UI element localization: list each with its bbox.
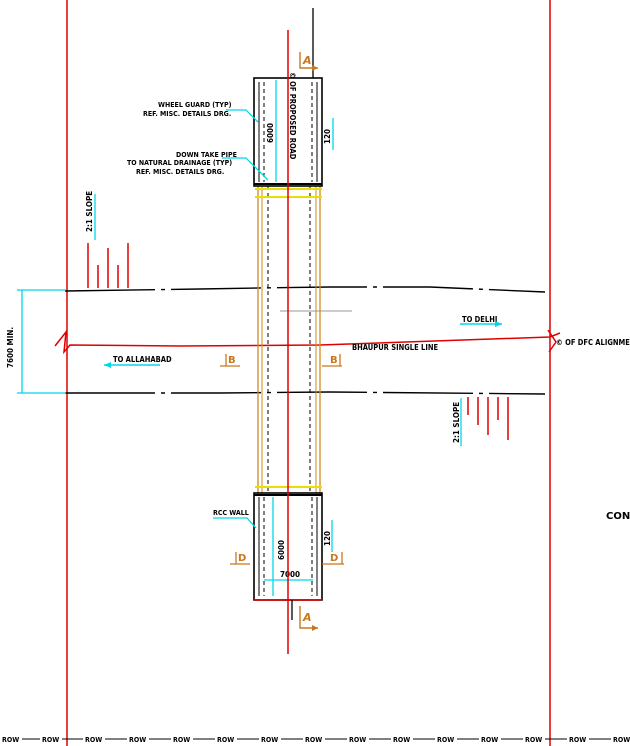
single-line-label: BHAUPUR SINGLE LINE	[352, 343, 438, 352]
row-label-bg	[347, 734, 369, 744]
row-labels: ROW ROW ROW ROW ROW ROW ROW ROW ROW ROW ROW ROW ROW R…	[0, 734, 630, 744]
dfc-centerline	[54, 329, 561, 355]
row-label-bg	[0, 734, 22, 744]
dfc-break-right	[547, 329, 557, 353]
row-label-bg	[259, 734, 281, 744]
road-centerline-label: © OF PROPOSED ROAD	[288, 72, 297, 160]
row-label-bg	[435, 734, 457, 744]
dim-6000-top: 6000	[266, 123, 275, 143]
row-label: ROW	[129, 736, 146, 744]
row-label: ROW	[217, 736, 234, 744]
row-label-bg	[127, 734, 149, 744]
row-label-bg	[83, 734, 105, 744]
wheel-guard-line-1: WHEEL GUARD (TYP)	[158, 101, 232, 109]
row-label: ROW	[393, 736, 410, 744]
formation-edge-top	[64, 286, 546, 293]
row-label: ROW	[437, 736, 454, 744]
to-delhi-arrowhead	[495, 321, 502, 327]
row-label-bg	[567, 734, 589, 744]
section-mark-b-right: B	[322, 354, 342, 367]
row-label-bg	[391, 734, 413, 744]
to-allahabad-arrowhead	[104, 362, 111, 368]
row-label-bg	[303, 734, 325, 744]
row-label: ROW	[613, 736, 630, 744]
dim-7000: 7000	[280, 570, 300, 579]
row-label: ROW	[481, 736, 498, 744]
to-delhi-label: TO DELHI	[462, 315, 497, 324]
row-label: ROW	[305, 736, 322, 744]
rcc-wall-leader	[213, 517, 257, 529]
svg-text:B: B	[330, 355, 338, 366]
svg-text:A: A	[302, 54, 312, 67]
down-take-line-1: DOWN TAKE PIPE	[176, 151, 237, 159]
dim-7600-label: 7600 MIN.	[6, 327, 15, 368]
to-allahabad-label: TO ALLAHABAD	[113, 355, 172, 364]
section-mark-a-top: A	[299, 52, 318, 71]
row-label: ROW	[42, 736, 59, 744]
row-label: ROW	[173, 736, 190, 744]
dfc-alignment-label: © OF DFC ALIGNMENT	[556, 338, 630, 347]
svg-text:B: B	[228, 355, 236, 366]
section-mark-d-left: D	[230, 552, 250, 565]
down-take-line-2: TO NATURAL DRAINAGE (TYP)	[127, 159, 232, 167]
wheel-guard-leader	[226, 109, 259, 123]
dim-120-top: 120	[323, 129, 332, 144]
slope-bottom-label: 2:1 SLOPE	[452, 402, 461, 443]
row-label-bg	[215, 734, 237, 744]
section-mark-d-right: D	[322, 552, 344, 565]
cons-label: CONS	[606, 511, 630, 522]
row-label: ROW	[2, 736, 19, 744]
row-label: ROW	[569, 736, 586, 744]
section-mark-a-bottom: A	[299, 606, 318, 631]
row-label: ROW	[349, 736, 366, 744]
row-label: ROW	[85, 736, 102, 744]
row-label-bg	[40, 734, 62, 744]
road-carriageway	[257, 186, 321, 494]
down-take-leader	[222, 157, 269, 181]
slope-marks-top	[87, 243, 129, 288]
section-mark-b-left: B	[220, 354, 240, 367]
dim-6000-bottom: 6000	[277, 540, 286, 560]
formation-edge-bottom	[65, 391, 546, 395]
down-take-line-3: REF. MISC. DETAILS DRG.	[136, 168, 224, 176]
row-label: ROW	[525, 736, 542, 744]
row-label-bg	[523, 734, 545, 744]
dim-120-bottom: 120	[323, 531, 332, 546]
slope-marks-bottom	[467, 397, 509, 440]
row-label-bg	[171, 734, 193, 744]
rcc-wall-label: RCC WALL	[213, 509, 249, 517]
svg-text:D: D	[330, 553, 338, 564]
wheel-guard-line-2: REF. MISC. DETAILS DRG.	[143, 110, 231, 118]
svg-text:A: A	[302, 611, 312, 624]
slope-top-label: 2:1 SLOPE	[85, 191, 94, 232]
row-label-bg	[479, 734, 501, 744]
row-label: ROW	[261, 736, 278, 744]
row-label-bg	[611, 734, 630, 744]
svg-text:D: D	[238, 553, 246, 564]
